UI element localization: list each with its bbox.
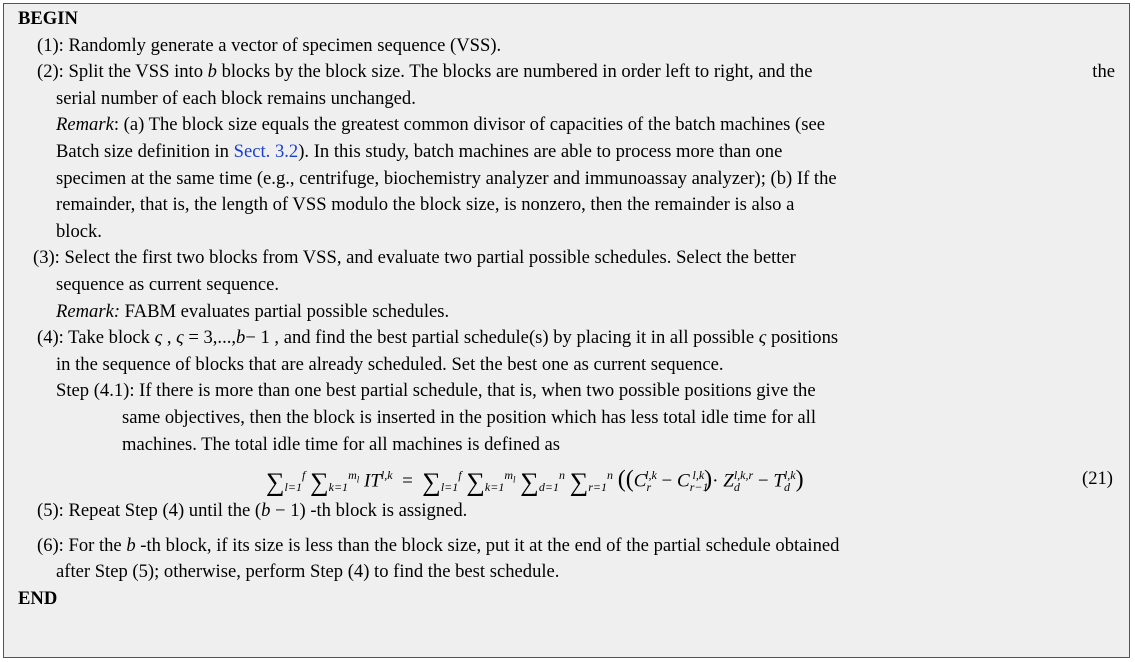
remark-1-line-5: block. <box>56 220 102 242</box>
begin-keyword: BEGIN <box>18 8 78 29</box>
algorithm-box: BEGIN (1): Randomly generate a vector of… <box>3 3 1130 658</box>
step-5: (5): Repeat Step (4) until the (b − 1) -… <box>37 500 468 522</box>
remark-1-line-2: Batch size definition in Sect. 3.2). In … <box>56 140 783 162</box>
remark-1-line-3: specimen at the same time (e.g., centrif… <box>56 167 837 189</box>
step-6-line-2: after Step (5); otherwise, perform Step … <box>56 561 560 583</box>
step-4-1-line-1: Step (4.1): If there is more than one be… <box>56 380 816 402</box>
step-4-1-line-3: machines. The total idle time for all ma… <box>122 433 561 455</box>
step-6-line-1: (6): For the b -th block, if its size is… <box>37 534 840 556</box>
remark-2: Remark: FABM evaluates partial possible … <box>56 300 450 322</box>
section-link[interactable]: Sect. 3.2 <box>233 140 299 162</box>
equation-number: (21) <box>1082 468 1113 490</box>
step-3-line-1: (3): Select the first two blocks from VS… <box>33 247 796 269</box>
step-4-1-line-2: same objectives, then the block is inser… <box>122 406 817 428</box>
step-4-line-2: in the sequence of blocks that are alrea… <box>56 353 724 375</box>
step-4-line-1: (4): Take block ς , ς = 3,...,b− 1 , and… <box>37 327 839 349</box>
equation-21: ∑l=1f ∑k=1ml ITl,k = ∑l=1f ∑k=1ml ∑d=1n … <box>18 458 1115 498</box>
end-keyword: END <box>18 587 58 609</box>
step-1: (1): Randomly generate a vector of speci… <box>37 34 502 56</box>
step-2-line-2: serial number of each block remains unch… <box>56 87 416 109</box>
remark-1-line-1: Remark: (a) The block size equals the gr… <box>56 114 825 136</box>
step-2-line-1: (2): Split the VSS into b blocks by the … <box>37 61 1115 83</box>
remark-1-line-4: remainder, that is, the length of VSS mo… <box>56 194 795 216</box>
idle-time-formula: ∑l=1f ∑k=1ml ITl,k = ∑l=1f ∑k=1ml ∑d=1n … <box>266 466 804 497</box>
step-3-line-2: sequence as current sequence. <box>56 273 280 295</box>
